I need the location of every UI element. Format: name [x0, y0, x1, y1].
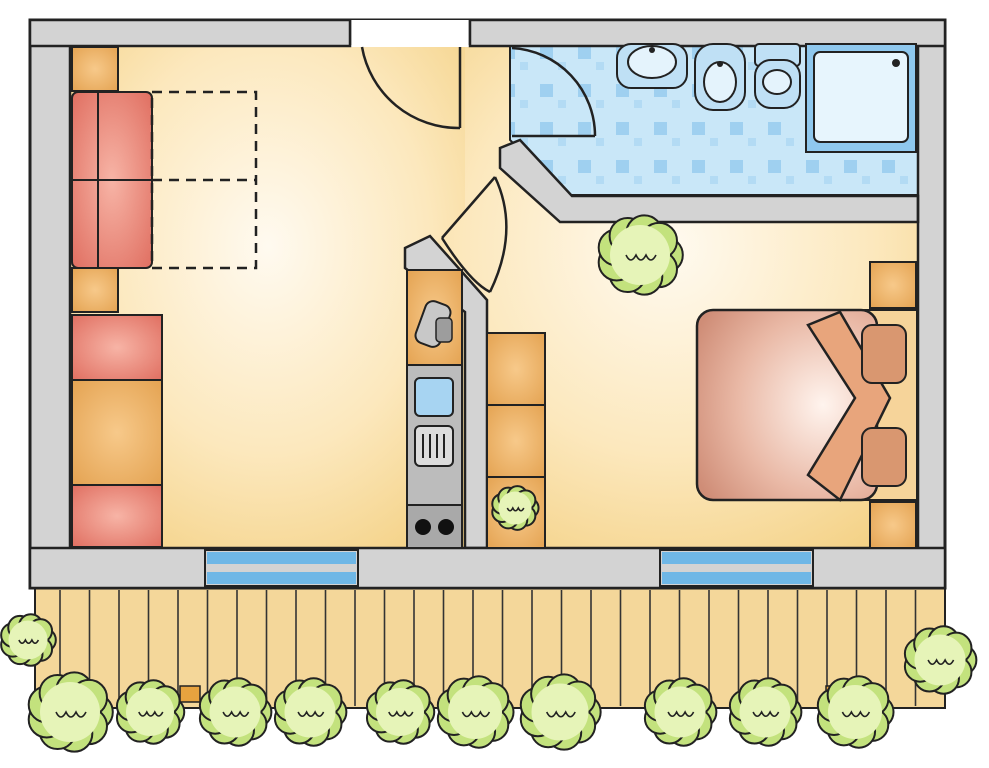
bidet-icon — [694, 43, 746, 111]
side-cabinet — [71, 267, 119, 313]
pillow-icon — [861, 324, 907, 384]
folded-blanket — [806, 310, 892, 502]
bedroom-door — [440, 176, 508, 294]
living-room-furniture — [71, 46, 258, 548]
plant-icon — [491, 485, 540, 531]
side-cabinet — [71, 46, 119, 92]
armchair-icon — [71, 379, 163, 486]
nightstand-icon — [869, 261, 917, 309]
nightstand-icon — [869, 501, 917, 549]
plant-icon — [273, 677, 348, 747]
kitchen-counter — [406, 269, 463, 366]
bathroom-fixtures — [616, 43, 917, 153]
plant-icon — [816, 675, 895, 749]
shower-tray-icon — [805, 43, 917, 153]
plant-icon — [903, 625, 978, 695]
wardrobe-icon — [486, 332, 546, 549]
plant-icon — [643, 677, 718, 747]
living-room-window — [204, 549, 359, 587]
plant-icon — [27, 671, 114, 753]
plant-icon — [728, 677, 803, 747]
balcony-post — [179, 685, 201, 703]
plant-icon — [519, 673, 602, 751]
double-bed-icon — [695, 308, 918, 502]
doors — [360, 46, 597, 294]
toilet-icon — [754, 43, 801, 109]
plant-icon — [597, 214, 684, 296]
plant-icon — [115, 679, 186, 745]
bathroom-door — [511, 46, 597, 138]
pillow-icon — [861, 427, 907, 487]
plant-icon — [198, 677, 273, 747]
dish-rack-icon — [414, 425, 454, 467]
bedroom-furniture — [486, 261, 918, 549]
plant-icon — [365, 679, 436, 745]
sink-icon — [414, 377, 454, 417]
windows — [204, 549, 814, 587]
plant-icon — [436, 675, 515, 749]
plants — [0, 214, 978, 753]
armchair-icon — [71, 314, 163, 381]
armchair-icon — [71, 484, 163, 548]
entrance-door — [360, 46, 462, 130]
sofa-icon — [71, 91, 153, 269]
washbasin-icon — [616, 43, 688, 89]
plant-icon — [0, 613, 57, 667]
stove-icon — [406, 504, 463, 549]
bedroom-window — [659, 549, 814, 587]
kettle-icon — [414, 300, 453, 348]
kitchenette — [406, 269, 463, 549]
